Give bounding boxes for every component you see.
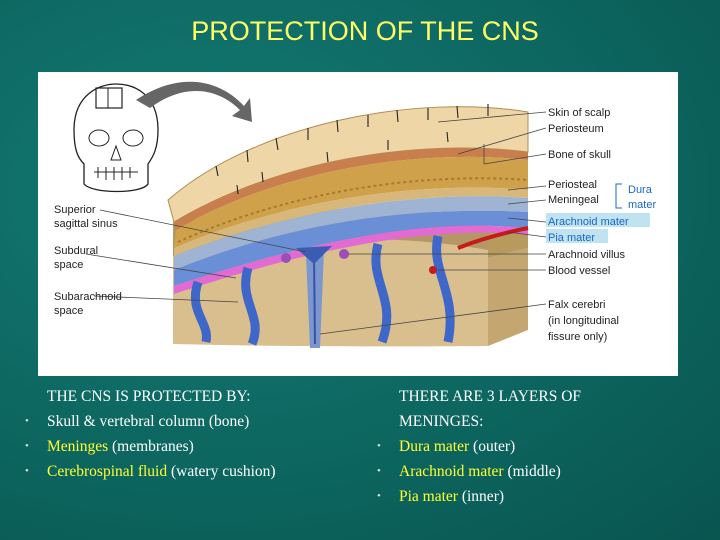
meninges-block bbox=[167, 104, 529, 348]
bullet-icon: • bbox=[25, 465, 29, 477]
bullet-icon: • bbox=[25, 415, 29, 427]
dura-bracket bbox=[615, 183, 622, 209]
pia-highlight bbox=[546, 229, 608, 243]
label-falx-3: fissure only) bbox=[548, 331, 607, 343]
item-text: (watery cushion) bbox=[167, 463, 276, 480]
heading-line-1: THERE ARE 3 LAYERS OF bbox=[399, 388, 582, 405]
list-item: • Meninges (membranes) bbox=[25, 434, 367, 459]
item-highlight: Cerebrospinal fluid bbox=[47, 463, 168, 480]
list-item: • Pia mater (inner) bbox=[377, 484, 649, 509]
meninges-heading: THERE ARE 3 LAYERS OF MENINGES: bbox=[399, 384, 649, 434]
label-meningeal: Meningeal bbox=[548, 194, 599, 206]
label-dura: Dura bbox=[628, 184, 653, 196]
bullet-icon: • bbox=[377, 490, 381, 502]
label-subdural-space: space bbox=[54, 259, 83, 271]
bullet-icon: • bbox=[377, 440, 381, 452]
label-falx-2: (in longitudinal bbox=[548, 315, 619, 327]
protection-list: THE CNS IS PROTECTED BY: • Skull & verteb… bbox=[25, 384, 367, 484]
list-item: • Skull & vertebral column (bone) bbox=[25, 409, 367, 434]
item-highlight: Pia mater bbox=[399, 488, 458, 505]
meninges-illustration: Superior sagittal sinus Subdural space S… bbox=[54, 81, 656, 348]
slide-title: PROTECTION OF THE CNS bbox=[191, 16, 539, 46]
label-dura-mater: mater bbox=[628, 199, 656, 211]
item-text: (inner) bbox=[457, 488, 505, 505]
arrow-icon bbox=[136, 81, 252, 122]
label-bone: Bone of skull bbox=[548, 149, 611, 161]
label-subarachnoid-space: space bbox=[54, 305, 83, 317]
arachnoid-highlight bbox=[546, 213, 650, 227]
label-superior: Superior bbox=[54, 204, 96, 216]
item-text: (outer) bbox=[469, 438, 516, 455]
label-skin: Skin of scalp bbox=[548, 107, 610, 119]
label-falx: Falx cerebri bbox=[548, 299, 605, 311]
item-text: Skull & vertebral column (bone) bbox=[47, 413, 250, 430]
list-item: • Arachnoid mater (middle) bbox=[377, 459, 649, 484]
label-sagittal-sinus: sagittal sinus bbox=[54, 218, 118, 230]
left-leader-lines bbox=[85, 209, 307, 303]
label-periosteum: Periosteum bbox=[548, 123, 604, 135]
label-vessel: Blood vessel bbox=[548, 265, 610, 277]
item-highlight: Dura mater bbox=[399, 438, 470, 455]
right-leader-lines bbox=[319, 111, 547, 335]
meninges-list: THERE ARE 3 LAYERS OF MENINGES: • Dura mat… bbox=[377, 384, 649, 509]
label-subdural: Subdural bbox=[54, 245, 98, 257]
protection-heading: THE CNS IS PROTECTED BY: bbox=[47, 388, 251, 405]
bullet-icon: • bbox=[377, 465, 381, 477]
label-pia: Pia mater bbox=[548, 232, 595, 244]
item-text: (middle) bbox=[503, 463, 561, 480]
bullet-icon: • bbox=[25, 440, 29, 452]
label-arachnoid: Arachnoid mater bbox=[548, 216, 629, 228]
item-highlight: Meninges bbox=[47, 438, 109, 455]
item-highlight: Arachnoid mater bbox=[399, 463, 504, 480]
list-item: • Cerebrospinal fluid (watery cushion) bbox=[25, 459, 367, 484]
meninges-diagram: Superior sagittal sinus Subdural space S… bbox=[38, 72, 678, 376]
heading-line-2: MENINGES: bbox=[399, 413, 484, 430]
label-periosteal: Periosteal bbox=[548, 179, 597, 191]
item-text: (membranes) bbox=[108, 438, 194, 455]
skull-icon bbox=[73, 83, 159, 193]
list-item: • Dura mater (outer) bbox=[377, 434, 649, 459]
label-villus: Arachnoid villus bbox=[548, 249, 626, 261]
label-subarachnoid: Subarachnoid bbox=[54, 291, 122, 303]
